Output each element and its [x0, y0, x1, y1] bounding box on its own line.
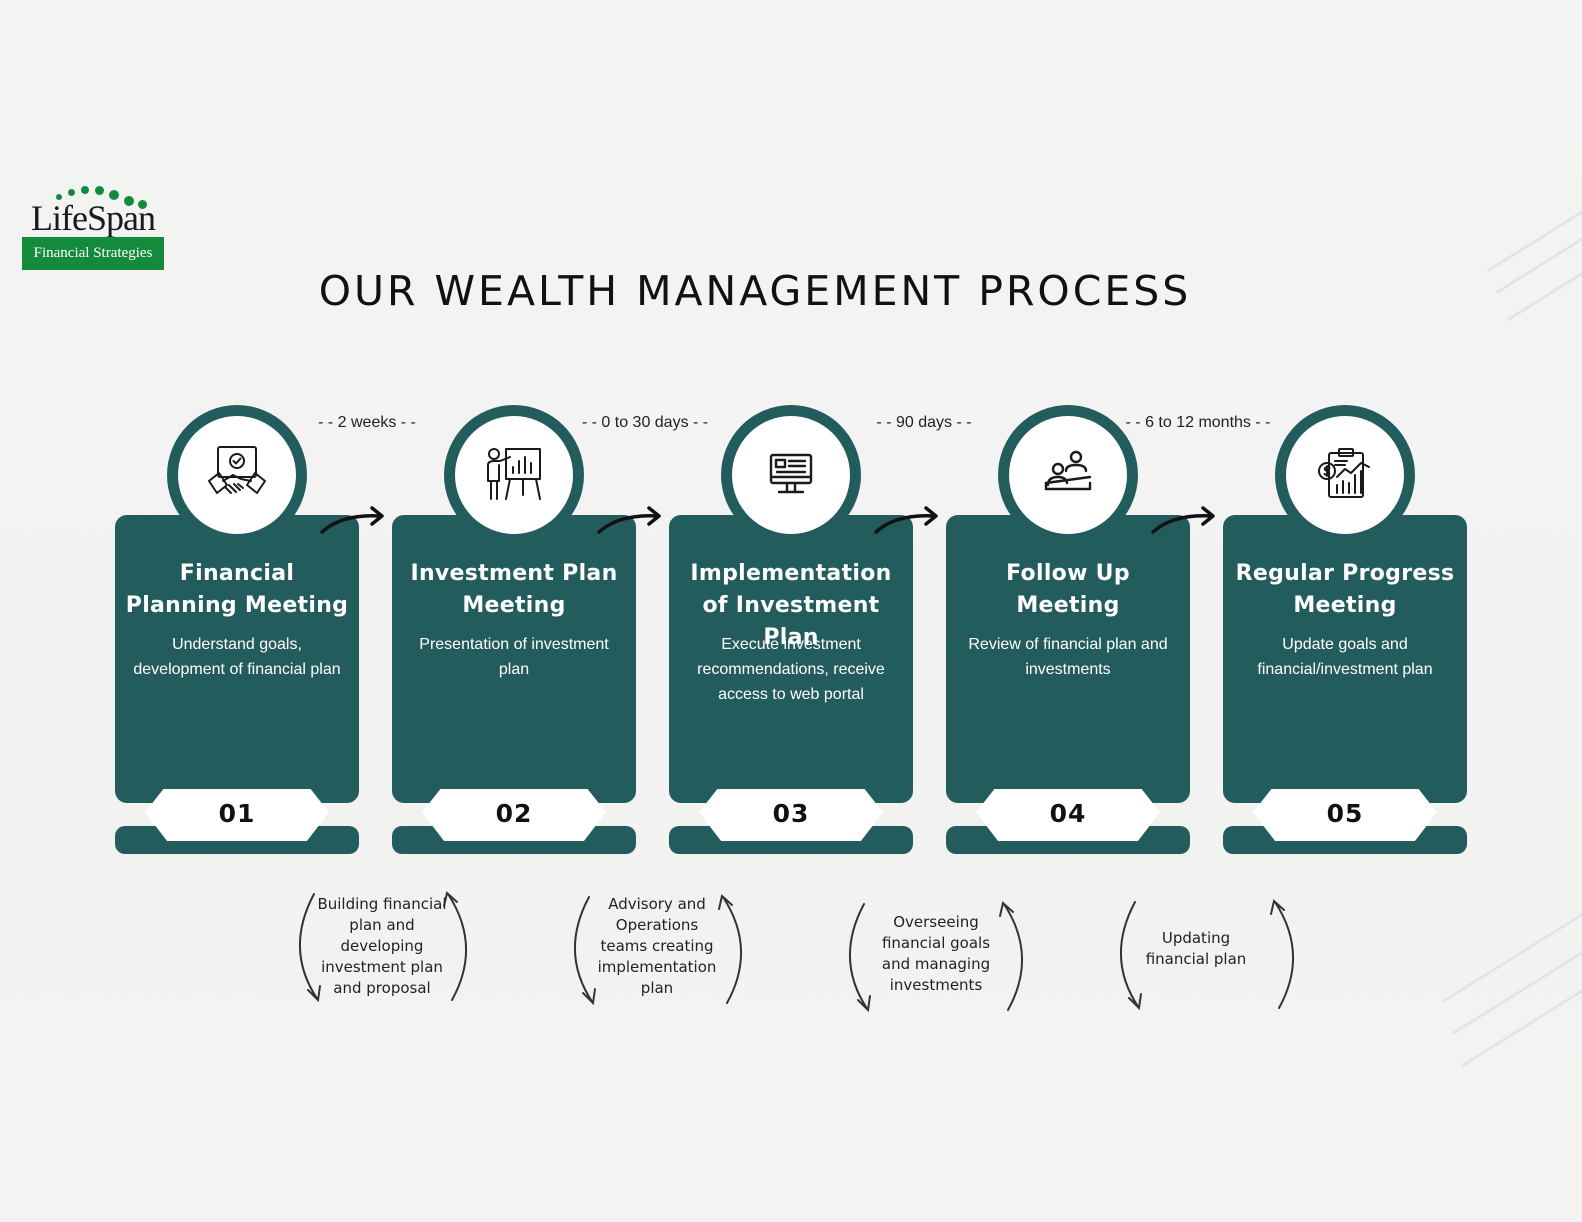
clipboard-chart-icon: [1318, 448, 1370, 498]
decorative-stroke: [1460, 985, 1582, 1068]
logo-tagline: Financial Strategies: [22, 237, 164, 270]
step-title: Implementation of Investment Plan: [690, 561, 892, 650]
cycle-arrows-icon: [848, 901, 1024, 1013]
step-card-5: Regular Progress Meeting Update goals an…: [1223, 405, 1467, 855]
connector-arrow: [597, 506, 661, 534]
computer-monitor-icon: [769, 453, 813, 494]
cycle-description-3: Overseeing financial goals and managing …: [881, 913, 991, 994]
decorative-stroke: [1506, 265, 1582, 322]
logo-wordmark: LifeSpan: [31, 198, 156, 238]
step-number: 01: [218, 799, 256, 828]
step-description: Execute investment recommendations, rece…: [697, 636, 885, 703]
presenter-chart-icon: [487, 448, 541, 500]
lifespan-logo: LifeSpan Financial Strategies: [22, 186, 164, 270]
step-number: 05: [1326, 799, 1364, 828]
step-description: Review of financial plan and investments: [968, 636, 1168, 678]
step-card-4: Follow Up Meeting Review of financial pl…: [946, 405, 1190, 855]
cycle-arrows-icon: [1119, 899, 1295, 1011]
connector-arrow: [874, 506, 938, 534]
handshake-certificate-icon: [208, 446, 266, 494]
meeting-people-icon: [1044, 450, 1092, 491]
step-card-1: Financial Planning Meeting Understand go…: [115, 405, 359, 855]
step-card-body: [669, 515, 913, 803]
step-description: Presentation of investment plan: [419, 636, 609, 678]
decorative-stroke: [1442, 910, 1582, 1003]
step-title: Financial Planning Meeting: [125, 561, 349, 618]
step-title: Follow Up Meeting: [1006, 561, 1130, 618]
decorative-stroke: [1486, 206, 1582, 273]
duration-label-3: - - 90 days - -: [876, 414, 972, 431]
page-title: OUR WEALTH MANAGEMENT PROCESS: [318, 267, 1192, 315]
duration-label-1: - - 2 weeks - -: [318, 414, 416, 431]
step-card-body: [946, 515, 1190, 803]
decorative-stroke: [1451, 947, 1582, 1036]
step-number: 02: [495, 799, 533, 828]
step-description: Update goals and financial/investment pl…: [1257, 636, 1433, 678]
step-title: Regular Progress Meeting: [1235, 561, 1455, 618]
step-number: 03: [772, 799, 810, 828]
cycle-description-1: Building financial plan and developing i…: [317, 895, 447, 997]
step-card-body: [115, 515, 359, 803]
step-title: Investment Plan Meeting: [410, 561, 618, 618]
duration-label-2: - - 0 to 30 days - -: [581, 414, 709, 431]
connector-arrow: [320, 506, 384, 534]
cycle-description-4: Updating financial plan: [1145, 929, 1247, 968]
step-description: Understand goals, development of financi…: [133, 636, 341, 678]
step-card-body: [392, 515, 636, 803]
step-card-3: Implementation of Investment Plan Execut…: [669, 405, 913, 855]
cycle-arrows-icon: [298, 891, 468, 1003]
cycle-arrows-icon: [573, 894, 743, 1006]
step-number: 04: [1049, 799, 1087, 828]
step-card-body: [1223, 515, 1467, 803]
cycle-description-2: Advisory and Operations teams creating i…: [597, 895, 717, 997]
connector-arrow: [1151, 506, 1215, 534]
duration-label-4: - - 6 to 12 months - -: [1125, 414, 1271, 431]
step-card-2: Investment Plan Meeting Presentation of …: [392, 405, 636, 855]
